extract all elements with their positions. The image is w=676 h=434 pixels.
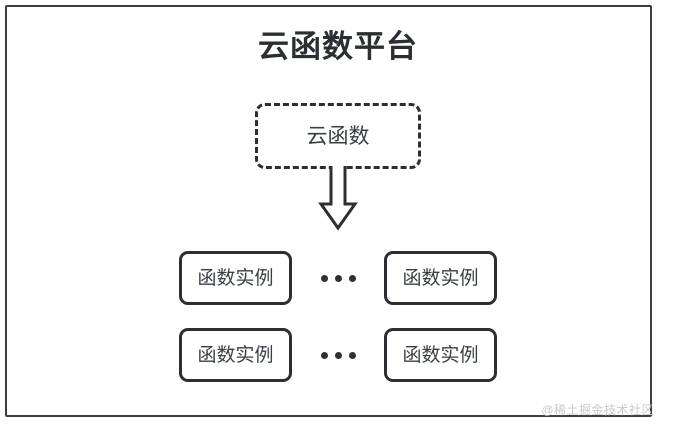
ellipsis-icon <box>292 251 384 305</box>
function-instance-label: 函数实例 <box>402 344 479 366</box>
watermark: @稀土掘金技术社区 <box>541 403 654 417</box>
instance-row: 函数实例 函数实例 <box>0 328 676 382</box>
function-instance-node: 函数实例 <box>384 328 497 382</box>
ellipsis-dot <box>320 351 328 359</box>
ellipsis-dot <box>334 274 342 282</box>
down-block-arrow-icon <box>318 166 358 232</box>
cloud-function-label: 云函数 <box>306 124 370 148</box>
function-instance-label: 函数实例 <box>402 267 479 289</box>
instance-row: 函数实例 函数实例 <box>0 251 676 305</box>
ellipsis-icon <box>292 328 384 382</box>
function-instance-node: 函数实例 <box>179 328 292 382</box>
cloud-function-node: 云函数 <box>255 103 421 169</box>
function-instance-node: 函数实例 <box>179 251 292 305</box>
ellipsis-dot <box>348 351 356 359</box>
platform-title: 云函数平台 <box>258 29 418 64</box>
function-instance-label: 函数实例 <box>197 344 274 366</box>
function-instance-node: 函数实例 <box>384 251 497 305</box>
function-instance-label: 函数实例 <box>197 267 274 289</box>
ellipsis-dot <box>348 274 356 282</box>
ellipsis-dot <box>334 351 342 359</box>
ellipsis-dot <box>320 274 328 282</box>
